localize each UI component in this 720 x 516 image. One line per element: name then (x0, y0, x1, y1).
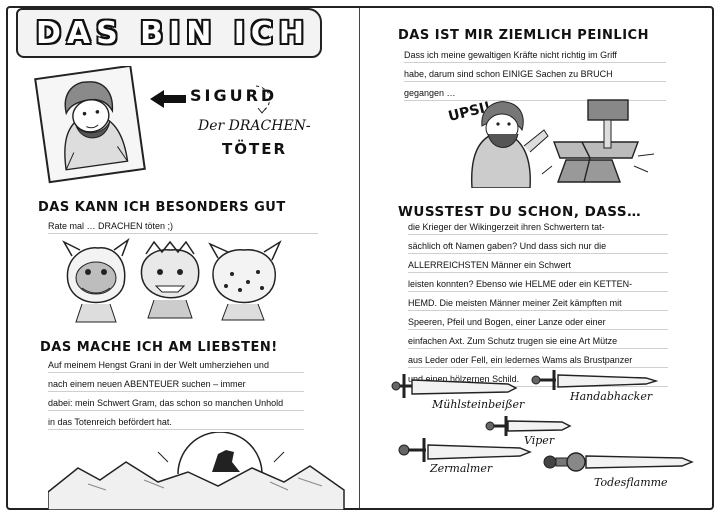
epithet-line2: TÖTER (222, 140, 288, 158)
arrow-left-icon (150, 90, 186, 108)
fact-line: sächlich oft Namen gaben? Und dass sich … (408, 235, 668, 254)
fact-line: aus Leder oder Fell, ein ledernes Wams a… (408, 349, 668, 368)
likes-line: Auf meinem Hengst Grani in der Welt umhe… (48, 354, 304, 373)
sword-label: Todesflamme (594, 476, 668, 489)
sword-label: Viper (524, 434, 555, 447)
dragon-head-3 (208, 240, 282, 321)
sword-label: Handabhacker (570, 390, 653, 403)
embarrassing-line: Dass ich meine gewaltigen Kräfte nicht r… (404, 44, 666, 63)
likes-line: in das Totenreich befördert hat. (48, 411, 304, 430)
sword-label: Mühlsteinbeißer (432, 398, 525, 411)
horse-rider-icon (212, 450, 240, 472)
sword-label: Zermalmer (430, 462, 493, 475)
dragon-head-2 (140, 240, 200, 319)
hero-name: SIGURD (190, 86, 278, 105)
sword-icon-4 (398, 438, 532, 462)
fact-line: einfachen Axt. Zum Schutz trugen sie ein… (408, 330, 668, 349)
dragon-trophies (62, 238, 282, 323)
fact-text: die Krieger der Wikingerzeit ihren Schwe… (408, 216, 668, 387)
dragon-head-1 (62, 238, 130, 323)
page-title: DAS BIN ICH (36, 16, 311, 51)
fact-line: leisten konnten? Ebenso wie HELME oder e… (408, 273, 668, 292)
likes-heading: DAS MACHE ICH AM LIEBSTEN! (40, 340, 278, 355)
page-spine (359, 8, 360, 508)
fact-line: ALLERREICHSTEN Männer ein Schwert (408, 254, 668, 273)
fact-line: HEMD. Die meisten Männer meiner Zeit käm… (408, 292, 668, 311)
fact-heading: WUSSTEST DU SCHON, DASS… (398, 204, 642, 220)
broken-anvil (541, 99, 655, 183)
sword-icon-5 (543, 452, 694, 472)
sword-icon-2 (531, 370, 659, 390)
rider-landscape (48, 432, 345, 510)
epithet-line1: Der DRACHEN- (198, 118, 311, 134)
sigurd-portrait (34, 66, 146, 184)
skill-heading: DAS KANN ICH BESONDERS GUT (38, 200, 286, 215)
likes-line: nach einem neuen ABENTEUER suchen – imme… (48, 373, 304, 392)
dashed-arrow-icon (255, 85, 271, 114)
anvil-scene (471, 99, 655, 188)
likes-line: dabei: mein Schwert Gram, das schon so m… (48, 392, 304, 411)
fact-line: und einen hölzernen Schild. (408, 368, 668, 387)
title-plank: DAS BIN ICH (16, 8, 322, 58)
embarrassing-text: Dass ich meine gewaltigen Kräfte nicht r… (404, 44, 666, 101)
likes-text: Auf meinem Hengst Grani in der Welt umhe… (48, 354, 304, 430)
sword-illustrations (391, 370, 694, 472)
embarrassing-line: gegangen … (404, 82, 666, 101)
sigurd-shocked (471, 101, 549, 188)
sword-icon-1 (391, 374, 518, 398)
fact-line: Speeren, Pfeil und Bogen, einer Lanze od… (408, 311, 668, 330)
embarrassing-heading: DAS IST MIR ZIEMLICH PEINLICH (398, 28, 649, 43)
skill-text: Rate mal … DRACHEN töten ;) (48, 221, 318, 234)
sword-icon-3 (485, 416, 572, 436)
fact-line: die Krieger der Wikingerzeit ihren Schwe… (408, 216, 668, 235)
embarrassing-line: habe, darum sind schon EINIGE Sachen zu … (404, 63, 666, 82)
